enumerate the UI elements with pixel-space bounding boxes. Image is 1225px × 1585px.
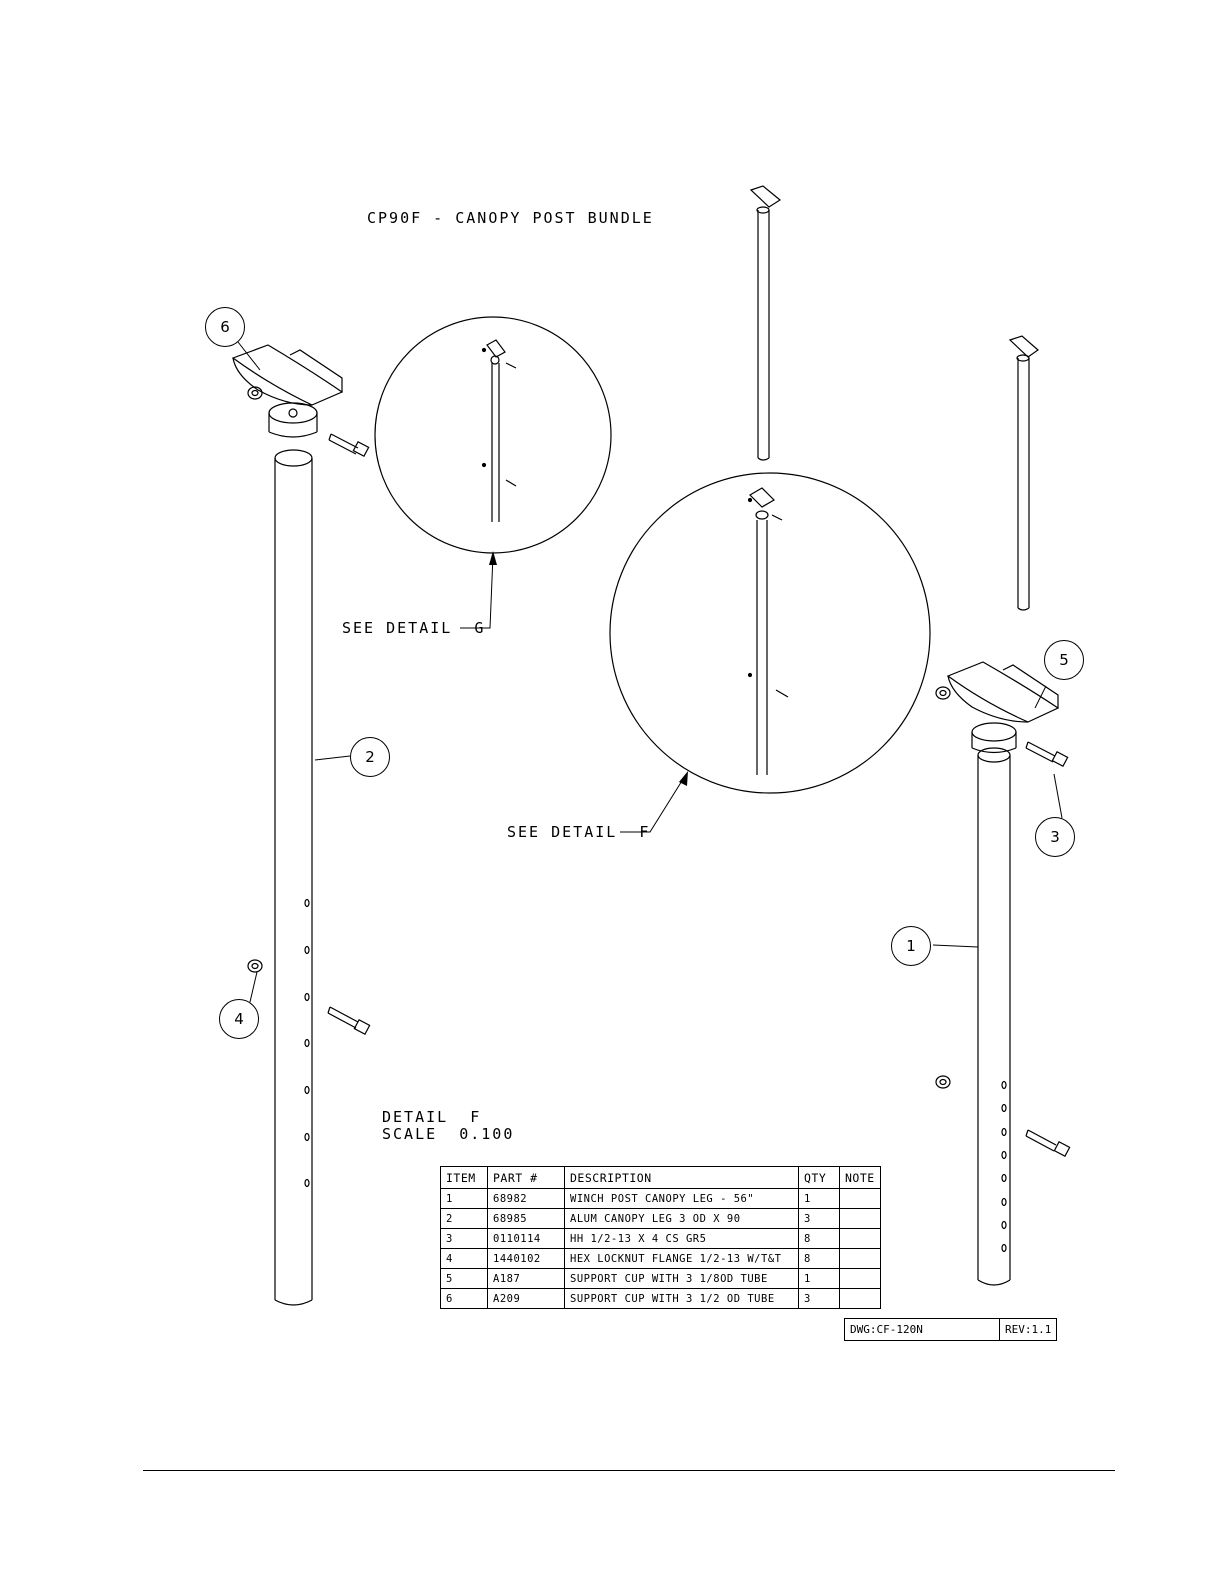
detail-f-view bbox=[609, 472, 931, 794]
support-cup-right bbox=[946, 661, 1060, 754]
bom-description: HH 1/2-13 X 4 CS GR5 bbox=[564, 1228, 799, 1249]
detail-f-label: DETAIL F bbox=[382, 1108, 482, 1126]
bom-item: 3 bbox=[440, 1228, 488, 1249]
bom-part: A209 bbox=[487, 1288, 565, 1309]
winch-post-preview bbox=[749, 185, 782, 461]
bolt-top-left bbox=[328, 433, 370, 458]
canopy-leg-tube-left bbox=[274, 449, 313, 1306]
leg-holes-right bbox=[1001, 1080, 1007, 1253]
bom-note bbox=[839, 1188, 881, 1209]
bom-item: 5 bbox=[440, 1268, 488, 1289]
detail-f-scale: SCALE 0.100 bbox=[382, 1125, 515, 1143]
balloon-item-1: 1 bbox=[891, 926, 931, 966]
bom-header-row: ITEM PART # DESCRIPTION QTY NOTE bbox=[440, 1166, 881, 1189]
support-cup-left bbox=[231, 344, 344, 438]
locknut-top-left bbox=[247, 386, 263, 400]
bom-item: 2 bbox=[440, 1208, 488, 1229]
bom-description: ALUM CANOPY LEG 3 OD X 90 bbox=[564, 1208, 799, 1229]
bolt-top-right bbox=[1025, 741, 1069, 768]
detail-g-view bbox=[374, 316, 612, 554]
detail-g-callout: SEE DETAIL G bbox=[342, 619, 486, 637]
locknut-right bbox=[935, 1075, 951, 1089]
bom-row: 2 68985 ALUM CANOPY LEG 3 OD X 90 3 bbox=[440, 1208, 881, 1229]
bom-note bbox=[839, 1268, 881, 1289]
bom-header-item: ITEM bbox=[440, 1166, 488, 1189]
bom-part: 68982 bbox=[487, 1188, 565, 1209]
drawing-title: CP90F - CANOPY POST BUNDLE bbox=[367, 209, 654, 227]
bom-qty: 8 bbox=[798, 1248, 840, 1269]
bom-part: 68985 bbox=[487, 1208, 565, 1229]
bom-note bbox=[839, 1248, 881, 1269]
bom-header-description: DESCRIPTION bbox=[564, 1166, 799, 1189]
bom-description: HEX LOCKNUT FLANGE 1/2-13 W/T&T bbox=[564, 1248, 799, 1269]
locknut-left bbox=[247, 959, 263, 973]
leader-lines bbox=[237, 341, 1063, 1003]
leg-holes-left bbox=[304, 898, 310, 1188]
bom-qty: 1 bbox=[798, 1268, 840, 1289]
bom-part: 0110114 bbox=[487, 1228, 565, 1249]
winch-post-tube-right bbox=[977, 747, 1011, 1286]
bom-row: 4 1440102 HEX LOCKNUT FLANGE 1/2-13 W/T&… bbox=[440, 1248, 881, 1269]
bom-item: 1 bbox=[440, 1188, 488, 1209]
bom-note bbox=[839, 1288, 881, 1309]
canopy-leg-preview-right bbox=[1008, 335, 1039, 611]
bom-qty: 1 bbox=[798, 1188, 840, 1209]
revision: REV:1.1 bbox=[998, 1318, 1058, 1341]
bom-item: 4 bbox=[440, 1248, 488, 1269]
bom-qty: 8 bbox=[798, 1228, 840, 1249]
locknut-top-right bbox=[935, 686, 951, 700]
bolt-right bbox=[1025, 1129, 1071, 1158]
bom-description: SUPPORT CUP WITH 3 1/8OD TUBE bbox=[564, 1268, 799, 1289]
bom-header-part: PART # bbox=[487, 1166, 565, 1189]
detail-f-callout: SEE DETAIL F bbox=[507, 823, 651, 841]
bom-header-qty: QTY bbox=[798, 1166, 840, 1189]
balloon-item-4: 4 bbox=[219, 999, 259, 1039]
bom-item: 6 bbox=[440, 1288, 488, 1309]
bill-of-materials: ITEM PART # DESCRIPTION QTY NOTE 1 68982… bbox=[440, 1166, 881, 1309]
bom-part: A187 bbox=[487, 1268, 565, 1289]
bom-row: 5 A187 SUPPORT CUP WITH 3 1/8OD TUBE 1 bbox=[440, 1268, 881, 1289]
bom-row: 1 68982 WINCH POST CANOPY LEG - 56" 1 bbox=[440, 1188, 881, 1209]
bom-row: 3 0110114 HH 1/2-13 X 4 CS GR5 8 bbox=[440, 1228, 881, 1249]
drawing-number: DWG:CF-120N bbox=[844, 1318, 1000, 1341]
bom-part: 1440102 bbox=[487, 1248, 565, 1269]
bom-qty: 3 bbox=[798, 1288, 840, 1309]
bom-description: SUPPORT CUP WITH 3 1/2 OD TUBE bbox=[564, 1288, 799, 1309]
bom-row: 6 A209 SUPPORT CUP WITH 3 1/2 OD TUBE 3 bbox=[440, 1288, 881, 1309]
footer-rule bbox=[143, 1470, 1115, 1471]
bolt-left bbox=[327, 1006, 371, 1036]
balloon-item-3: 3 bbox=[1035, 817, 1075, 857]
bom-qty: 3 bbox=[798, 1208, 840, 1229]
bom-description: WINCH POST CANOPY LEG - 56" bbox=[564, 1188, 799, 1209]
leader-arrowheads bbox=[489, 551, 688, 786]
bom-header-note: NOTE bbox=[839, 1166, 881, 1189]
title-block: DWG:CF-120N REV:1.1 bbox=[844, 1318, 1058, 1341]
balloon-item-5: 5 bbox=[1044, 640, 1084, 680]
balloon-item-6: 6 bbox=[205, 307, 245, 347]
bom-note bbox=[839, 1208, 881, 1229]
balloon-item-2: 2 bbox=[350, 737, 390, 777]
bom-note bbox=[839, 1228, 881, 1249]
